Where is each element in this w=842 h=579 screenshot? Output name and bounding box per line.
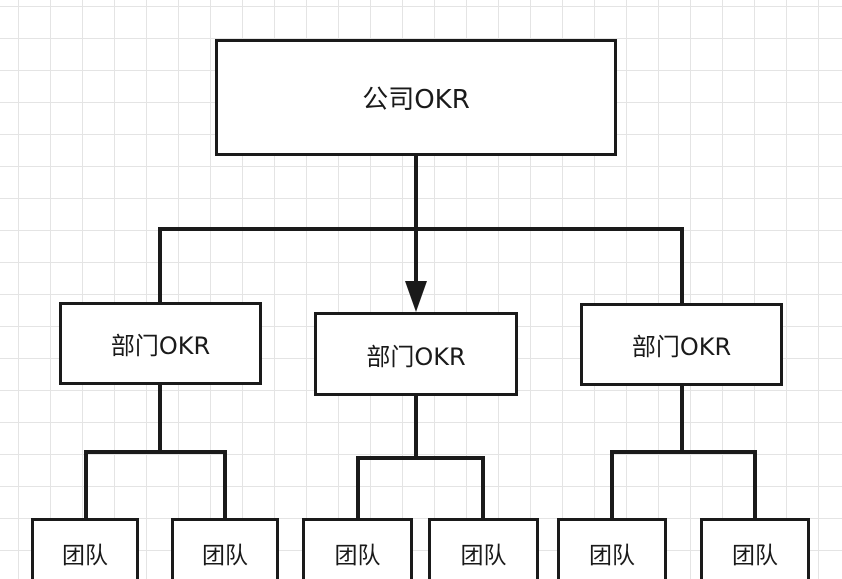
connector-arrowhead — [405, 281, 427, 312]
department-okr-node-2: 部门OKR — [314, 312, 518, 396]
team-label: 团队 — [202, 543, 248, 569]
team-label: 团队 — [732, 543, 778, 569]
team-label: 团队 — [589, 543, 635, 569]
company-okr-node: 公司OKR — [215, 39, 617, 156]
team-label: 团队 — [62, 543, 108, 569]
connector-dept-1-bus — [84, 450, 227, 521]
department-okr-label: 部门OKR — [631, 333, 732, 361]
department-okr-label: 部门OKR — [110, 332, 211, 360]
team-node-1-2: 团队 — [171, 518, 279, 579]
team-node-2-2: 团队 — [428, 518, 539, 579]
team-node-1-1: 团队 — [31, 518, 139, 579]
connector-dept-bus — [158, 227, 684, 305]
team-node-2-1: 团队 — [302, 518, 413, 579]
department-okr-label: 部门OKR — [366, 342, 466, 371]
department-okr-node-3: 部门OKR — [580, 303, 783, 386]
team-node-3-2: 团队 — [700, 518, 810, 579]
connector-dept-3-bus — [610, 450, 757, 521]
team-label: 团队 — [334, 543, 381, 569]
connector-dept-2-bus — [356, 456, 485, 521]
department-okr-node-1: 部门OKR — [59, 302, 262, 385]
company-okr-label: 公司OKR — [362, 85, 470, 115]
team-label: 团队 — [460, 543, 507, 569]
team-node-3-1: 团队 — [557, 518, 667, 579]
